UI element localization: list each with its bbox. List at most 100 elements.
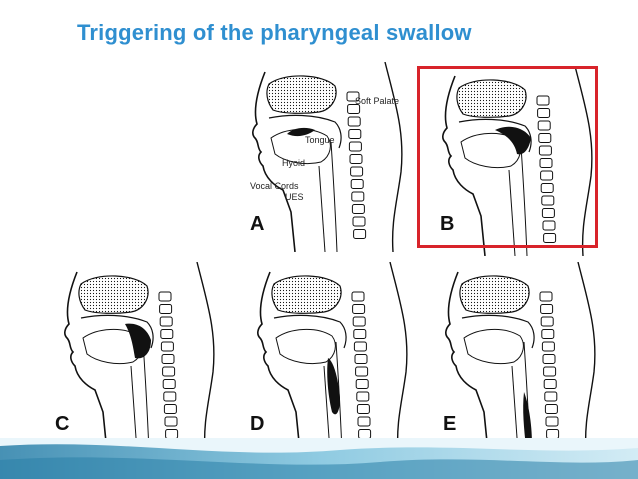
vertebra (539, 291, 553, 302)
vertebra (163, 404, 177, 414)
vertebra (537, 120, 551, 131)
pharynx-back-wall (520, 145, 528, 256)
face-profile (252, 71, 296, 252)
panel-b-highlight-frame (417, 66, 598, 248)
vocal-cords-label: Vocal Cords (250, 181, 299, 191)
wave-decoration (0, 438, 638, 479)
panel-c (47, 262, 227, 452)
nasal-cavity (459, 275, 530, 314)
neck-back-contour (384, 62, 403, 252)
vertebra (349, 154, 363, 164)
nasal-cavity (456, 79, 527, 118)
neck-back-contour (577, 262, 596, 452)
nasal-cavity (271, 275, 342, 314)
vertebra (352, 304, 366, 314)
bolus (287, 127, 315, 137)
vertebra (540, 170, 554, 181)
anatomy-outline (257, 262, 408, 452)
vertebra (541, 329, 555, 339)
anatomy-outline (252, 62, 403, 252)
decorative-wave-band (0, 438, 638, 479)
face-profile (64, 271, 108, 452)
vertebra (542, 220, 556, 231)
vertebra (161, 354, 175, 364)
vertebra (350, 179, 364, 189)
pharynx-back-wall (330, 141, 338, 252)
face-profile (442, 75, 486, 256)
panel-b (425, 66, 605, 256)
vertebra (162, 366, 176, 377)
vertebra (158, 291, 172, 302)
vertebra (348, 141, 362, 152)
vertebra (543, 379, 557, 389)
soft-palate-label: Soft Palate (355, 96, 400, 106)
vertebra (544, 404, 558, 414)
vertebra (352, 316, 366, 327)
palate-line (80, 314, 154, 349)
bolus (495, 126, 531, 155)
vertebra (542, 354, 556, 364)
bolus (327, 358, 340, 415)
vertebra (536, 95, 550, 106)
head-neck-sagittal-e (445, 262, 596, 452)
vertebra (347, 104, 361, 114)
vertebra (538, 133, 552, 143)
vertebra (164, 416, 178, 427)
vertebra (163, 391, 177, 402)
bolus (523, 392, 532, 448)
swallow-diagram (47, 60, 598, 442)
head-neck-sagittal-a (252, 62, 403, 252)
vertebra (353, 229, 367, 239)
vertebra (357, 416, 371, 427)
vertebra (162, 379, 176, 389)
vertebra (544, 391, 558, 402)
panel-d-label: D (250, 413, 265, 435)
vertebra (540, 304, 554, 314)
vertebra (540, 183, 554, 193)
head-neck-sagittal-b (442, 66, 593, 256)
nasal-cavity (78, 275, 149, 314)
pharynx-back-wall (142, 341, 150, 452)
bolus (125, 323, 151, 359)
panel-e-label: E (443, 413, 457, 435)
vertebra (354, 354, 368, 364)
vertebra (353, 341, 367, 352)
anatomy-outline (64, 262, 215, 452)
vertebra (541, 208, 555, 218)
ues-label: UES (285, 192, 304, 202)
tongue-outline (275, 329, 336, 365)
vertebra (351, 291, 365, 302)
vertebra (543, 233, 557, 243)
neck-back-contour (389, 262, 408, 452)
vertebra (538, 145, 552, 156)
panel-c-label: C (55, 413, 70, 435)
nasal-cavity (266, 75, 337, 114)
palate-line (268, 114, 342, 149)
vertebra (355, 366, 369, 377)
panel-d (240, 262, 420, 452)
face-profile (257, 271, 301, 452)
neck-back-contour (574, 66, 593, 256)
panel-b-label: B (440, 213, 455, 235)
palate-line (461, 314, 535, 349)
vertebra (353, 329, 367, 339)
vertebra (159, 304, 173, 314)
vertebra (351, 191, 365, 202)
face-profile (445, 271, 489, 452)
vertebra (160, 341, 174, 352)
anatomy-outline (442, 66, 593, 256)
head-neck-sagittal-c (64, 262, 215, 452)
vertebra (537, 108, 551, 118)
vertebra (347, 116, 361, 127)
panel-e (428, 262, 608, 452)
palate-line (458, 118, 532, 153)
neck-back-contour (196, 262, 215, 452)
vertebra (541, 195, 555, 206)
panel-a-label: A (250, 213, 265, 235)
vertebra (356, 391, 370, 402)
anatomy-outline (445, 262, 596, 452)
vertebra (543, 366, 557, 377)
pharynx-front-wall (318, 165, 326, 252)
vertebra (356, 404, 370, 414)
vertebra (355, 379, 369, 389)
